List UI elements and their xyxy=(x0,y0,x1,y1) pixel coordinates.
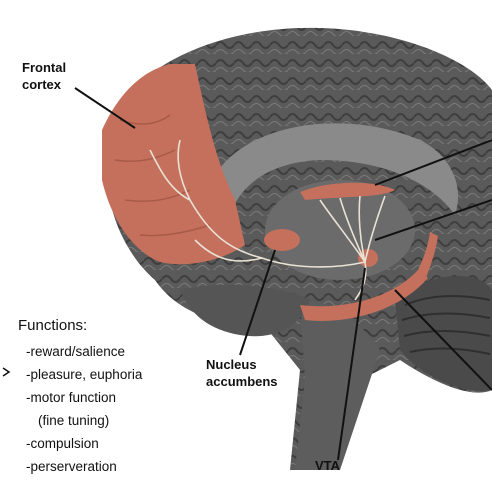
functions-title: Functions: xyxy=(18,317,87,334)
functions-list: Functions: -reward/salience -pleasure, e… xyxy=(18,317,143,474)
function-item: -perserveration xyxy=(26,459,117,474)
nucleus-accumbens-region xyxy=(264,229,300,251)
function-item: -compulsion xyxy=(26,436,99,451)
function-item: -reward/salience xyxy=(26,344,125,359)
frontal-cortex-label: Frontal cortex xyxy=(22,60,70,92)
function-item: -pleasure, euphoria xyxy=(26,367,143,382)
function-item: (fine tuning) xyxy=(38,413,109,428)
function-item: -motor function xyxy=(26,390,116,405)
list-marker xyxy=(3,368,9,376)
vta-label: VTA xyxy=(315,458,341,473)
nucleus-accumbens-label: Nucleus accumbens xyxy=(206,357,278,389)
